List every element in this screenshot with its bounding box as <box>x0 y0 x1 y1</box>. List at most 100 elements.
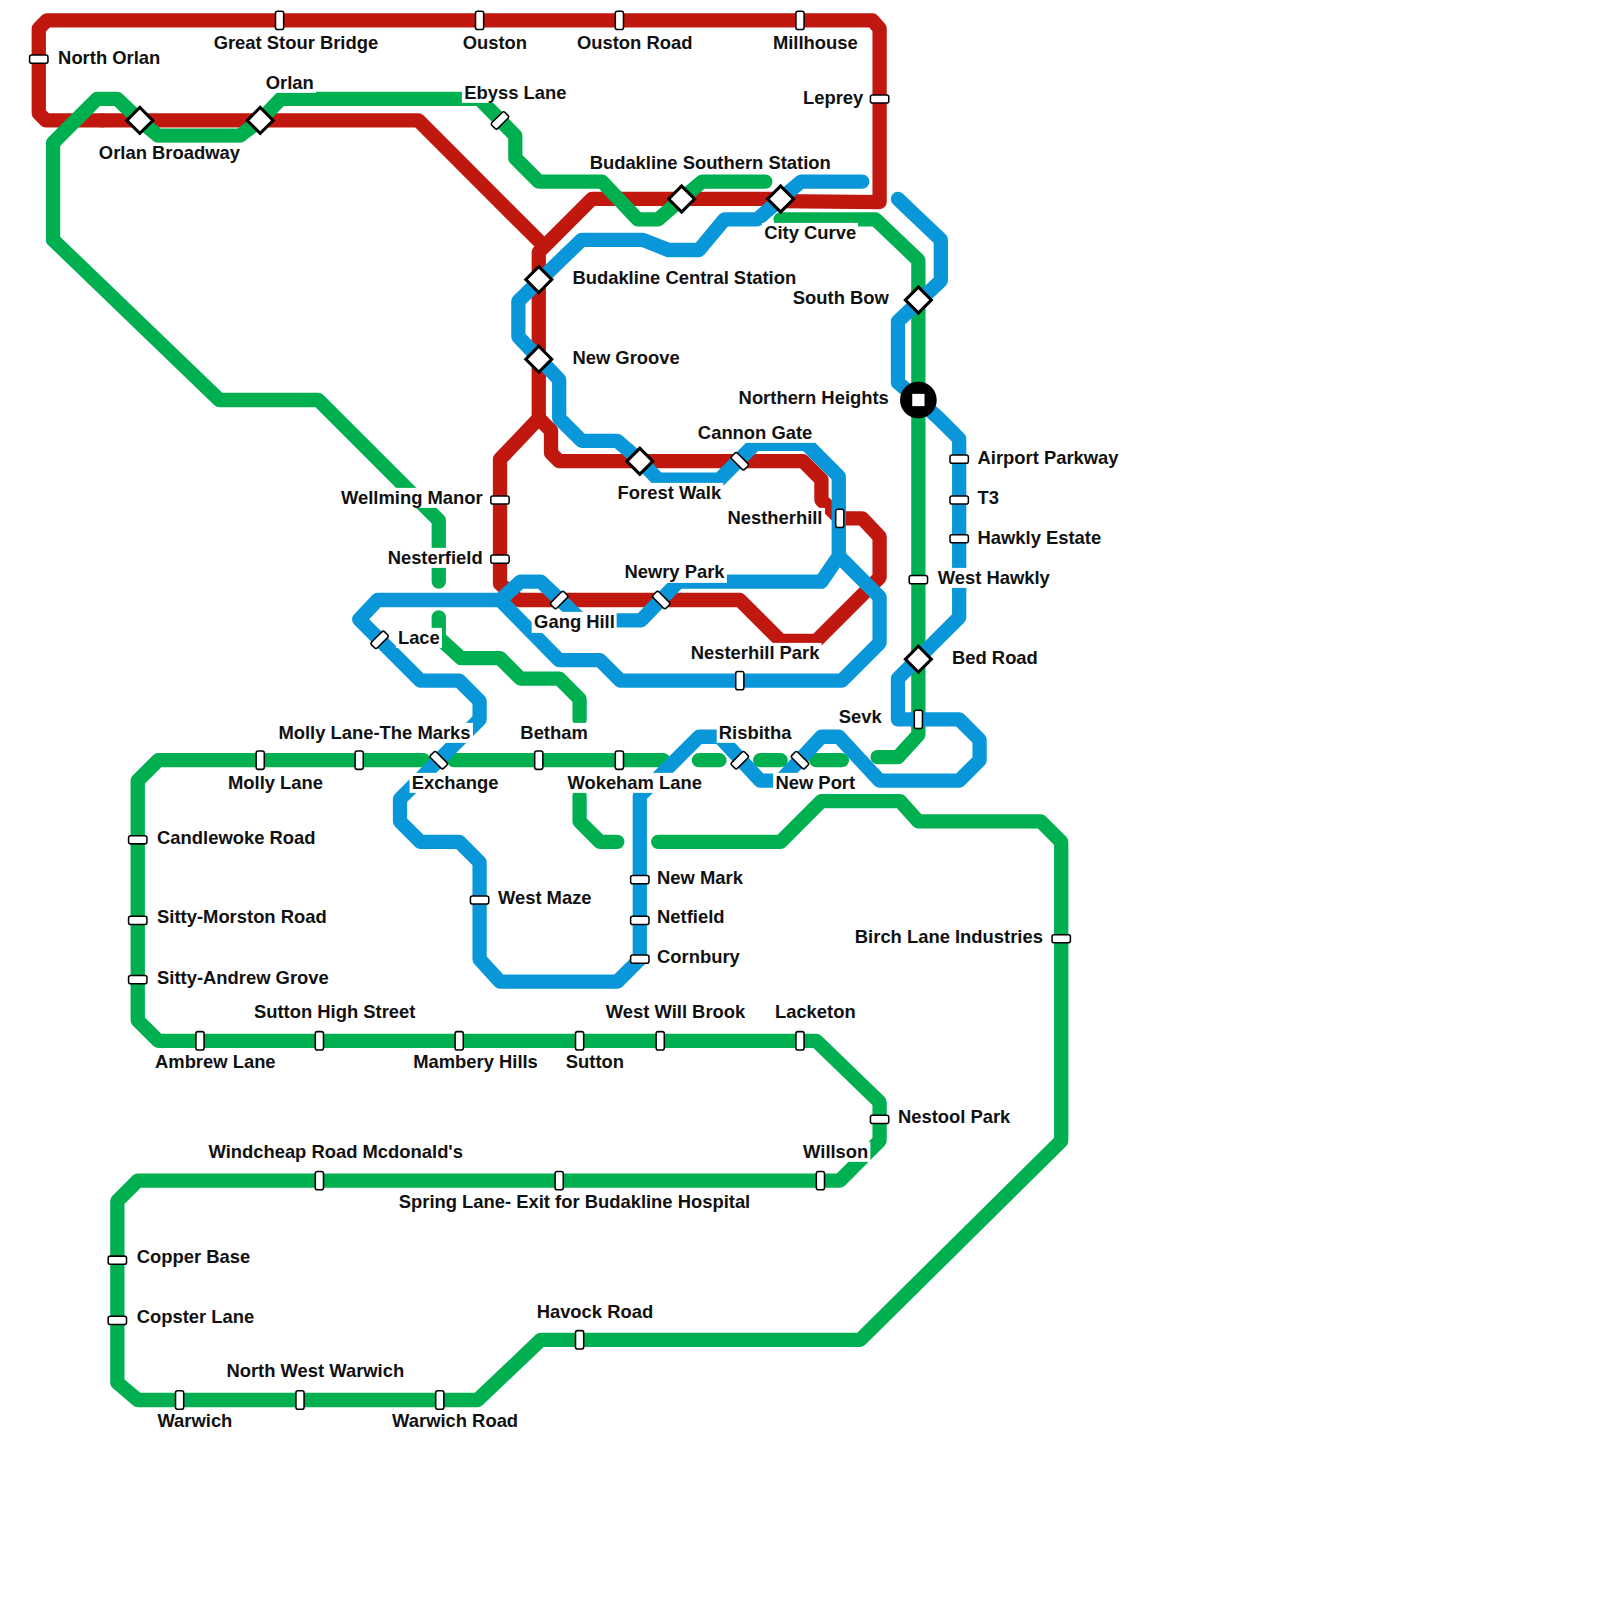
station-tick <box>196 1032 204 1050</box>
station-label: Millhouse <box>771 33 860 53</box>
station-label: T3 <box>976 488 1001 508</box>
station-label: Copster Lane <box>135 1307 257 1327</box>
station-label: Ouston <box>461 33 529 53</box>
station-label: Northern Heights <box>737 388 891 408</box>
station-tick <box>176 1391 184 1409</box>
station-tick <box>129 976 147 984</box>
station-label: Leprey <box>801 88 865 108</box>
station-label: Havock Road <box>535 1302 656 1322</box>
station-label: Wokeham Lane <box>565 773 704 793</box>
station-tick <box>950 496 968 504</box>
station-label: Lace <box>396 628 442 648</box>
station-label: Orlan Broadway <box>97 143 242 163</box>
station-tick <box>652 591 671 610</box>
station-tick <box>631 955 649 963</box>
station-tick <box>909 576 927 584</box>
station-label: Cannon Gate <box>696 423 814 443</box>
station-tick <box>108 1316 126 1324</box>
station-tick <box>631 916 649 924</box>
station-tick <box>455 1032 463 1050</box>
station-tick <box>429 751 448 770</box>
station-label: Molly Lane-The Marks <box>276 723 472 743</box>
interchange-diamond <box>127 107 153 133</box>
station-label: New Groove <box>570 348 681 368</box>
station-label: Betham <box>518 723 589 743</box>
station-label: New Port <box>773 773 857 793</box>
station-label: West Hawkly <box>936 567 1052 587</box>
station-label: Windcheap Road Mcdonald's <box>206 1142 465 1162</box>
station-label: Gang Hill <box>532 612 617 632</box>
station-tick <box>576 1032 584 1050</box>
station-label: Budakline Central Station <box>570 267 798 287</box>
station-tick <box>796 1032 804 1050</box>
station-tick <box>30 55 48 63</box>
interchange-diamond <box>627 448 653 474</box>
station-label: Nestherhill <box>725 508 824 528</box>
station-label: New Mark <box>655 867 745 887</box>
station-label: Budakline Southern Station <box>588 153 833 173</box>
station-label: North Orlan <box>56 48 162 68</box>
station-label: Cornbury <box>655 947 742 967</box>
station-label: Wellming Manor <box>339 488 485 508</box>
station-label: Candlewoke Road <box>155 828 317 848</box>
station-label: Bed Road <box>950 648 1040 668</box>
station-tick <box>108 1256 126 1264</box>
station-tick <box>1052 935 1070 943</box>
interchange-diamond <box>768 186 794 212</box>
hub-square <box>912 394 924 406</box>
station-tick <box>816 1171 824 1189</box>
metro-line <box>760 753 780 767</box>
hub-circle <box>900 382 937 419</box>
interchange-diamond <box>905 287 931 313</box>
station-tick <box>550 591 569 610</box>
station-tick <box>656 1032 664 1050</box>
station-label: Molly Lane <box>226 773 325 793</box>
station-tick <box>491 496 509 504</box>
station-tick <box>615 751 623 769</box>
metro-line <box>539 199 781 418</box>
metro-line <box>580 796 618 842</box>
metro-line <box>500 556 880 680</box>
station-label: Sevk <box>837 707 884 727</box>
station-tick <box>129 836 147 844</box>
metro-line <box>454 753 663 767</box>
station-label: Great Stour Bridge <box>212 33 381 53</box>
station-tick <box>615 11 623 29</box>
station-tick <box>129 916 147 924</box>
station-label: North West Warwich <box>224 1361 406 1381</box>
station-label: Birch Lane Industries <box>853 927 1045 947</box>
station-tick <box>315 1032 323 1050</box>
station-label: Warwich Road <box>390 1411 520 1431</box>
station-label: Sitty-Morston Road <box>155 907 329 927</box>
station-label: City Curve <box>762 223 858 243</box>
station-tick <box>476 11 484 29</box>
metro-line <box>816 753 842 767</box>
station-tick <box>914 710 922 728</box>
station-label: Newry Park <box>622 562 726 582</box>
station-label: Mambery Hills <box>411 1052 540 1072</box>
station-label: Ebyss Lane <box>462 83 568 103</box>
station-tick <box>491 111 510 130</box>
station-tick <box>491 555 509 563</box>
interchange-diamond <box>905 646 931 672</box>
station-label: Hawkly Estate <box>976 528 1104 548</box>
station-label: Ambrew Lane <box>153 1052 278 1072</box>
station-label: South Bow <box>791 288 891 308</box>
station-label: Nesterhill Park <box>689 643 822 663</box>
station-tick <box>730 452 749 471</box>
station-label: Lacketon <box>773 1002 858 1022</box>
metro-line <box>359 182 979 982</box>
station-label: Nestool Park <box>896 1107 1012 1127</box>
station-label: Airport Parkway <box>976 448 1121 468</box>
station-label: Forest Walk <box>616 483 724 503</box>
metro-line <box>439 617 580 719</box>
station-label: Spring Lane- Exit for Budakline Hospital <box>397 1192 753 1212</box>
station-tick <box>436 1391 444 1409</box>
station-tick <box>791 751 810 770</box>
station-tick <box>950 455 968 463</box>
station-label: Orlan <box>264 73 316 93</box>
station-label: Warwich <box>155 1411 234 1431</box>
interchange-diamond <box>526 346 552 372</box>
station-label: West Maze <box>496 888 594 908</box>
station-label: Sutton High Street <box>252 1002 417 1022</box>
